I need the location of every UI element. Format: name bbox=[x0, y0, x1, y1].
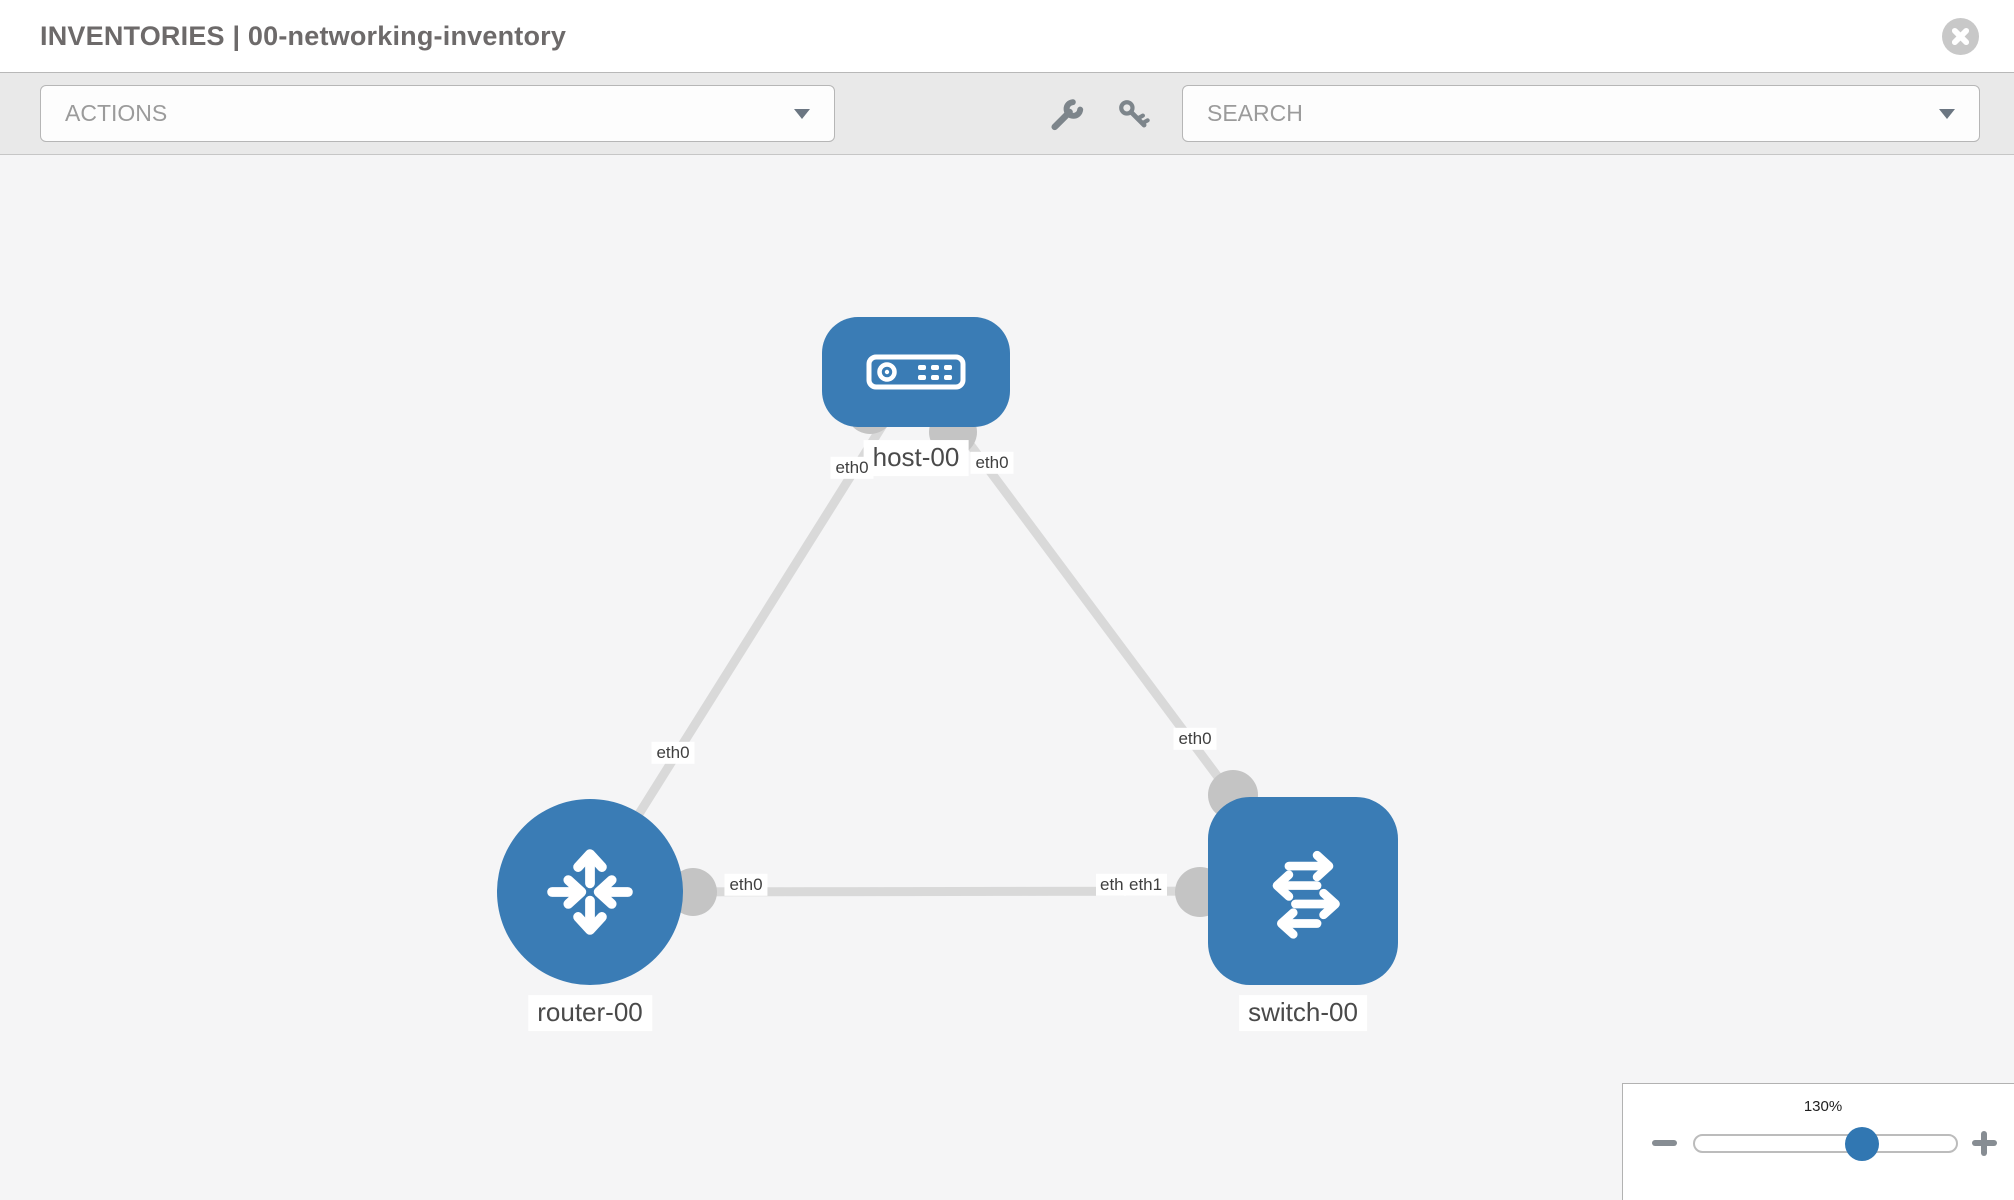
plus-icon bbox=[1981, 1131, 1987, 1156]
breadcrumb-section: INVENTORIES bbox=[40, 20, 225, 51]
node-router-00[interactable] bbox=[497, 799, 683, 985]
page-title: INVENTORIES | 00-networking-inventory bbox=[40, 21, 566, 52]
key-icon bbox=[1119, 100, 1150, 128]
search-dropdown[interactable]: SEARCH bbox=[1182, 85, 1980, 142]
router-icon bbox=[547, 849, 633, 935]
chevron-down-icon bbox=[794, 108, 810, 119]
switch-icon bbox=[1272, 850, 1340, 939]
search-dropdown-label: SEARCH bbox=[1207, 100, 1303, 126]
if-label-occluded-eth0: eth0 bbox=[1096, 873, 1126, 897]
zoom-out-button[interactable] bbox=[1652, 1140, 1677, 1146]
zoom-panel: 130% bbox=[1622, 1083, 2014, 1200]
close-icon bbox=[1951, 27, 1970, 45]
wrench-icon bbox=[1051, 99, 1084, 131]
zoom-percentage: 130% bbox=[1803, 1098, 1843, 1115]
node-label-host-00: host-00 bbox=[863, 440, 969, 476]
zoom-slider-handle[interactable] bbox=[1845, 1126, 1880, 1161]
toolbar: ACTIONS SEARCH bbox=[0, 73, 2014, 155]
zoom-in-button[interactable] bbox=[1972, 1131, 1997, 1156]
topology-links-layer bbox=[586, 369, 1307, 917]
node-label-router-00: router-00 bbox=[528, 995, 652, 1031]
close-button[interactable] bbox=[1942, 17, 1979, 55]
if-label-host-eth0: eth0 bbox=[830, 456, 874, 480]
if-label-router-eth0: eth0 bbox=[724, 873, 768, 897]
host-icon bbox=[866, 354, 966, 390]
actions-dropdown[interactable]: ACTIONS bbox=[40, 85, 835, 142]
breadcrumb-separator: | bbox=[224, 20, 248, 51]
node-host-00[interactable] bbox=[822, 317, 1010, 427]
zoom-slider[interactable] bbox=[1693, 1126, 1958, 1161]
topology-canvas[interactable]: host-00 router-00 switch-00 eth0 eth0 et… bbox=[0, 155, 2014, 1200]
header: INVENTORIES | 00-networking-inventory bbox=[0, 0, 2014, 73]
if-label-switch-eth0: eth0 bbox=[1173, 727, 1217, 751]
inventory-name: 00-networking-inventory bbox=[247, 20, 567, 51]
if-label-switch-eth1: eth1 bbox=[1124, 873, 1168, 897]
configure-button[interactable] bbox=[1043, 92, 1089, 138]
node-label-switch-00: switch-00 bbox=[1239, 995, 1367, 1031]
credentials-button[interactable] bbox=[1111, 92, 1157, 138]
if-label-router-eth0: eth0 bbox=[651, 741, 695, 765]
chevron-down-icon bbox=[1939, 108, 1955, 119]
node-switch-00[interactable] bbox=[1208, 797, 1398, 985]
actions-dropdown-label: ACTIONS bbox=[65, 100, 168, 126]
if-label-host-eth0: eth0 bbox=[970, 451, 1014, 475]
